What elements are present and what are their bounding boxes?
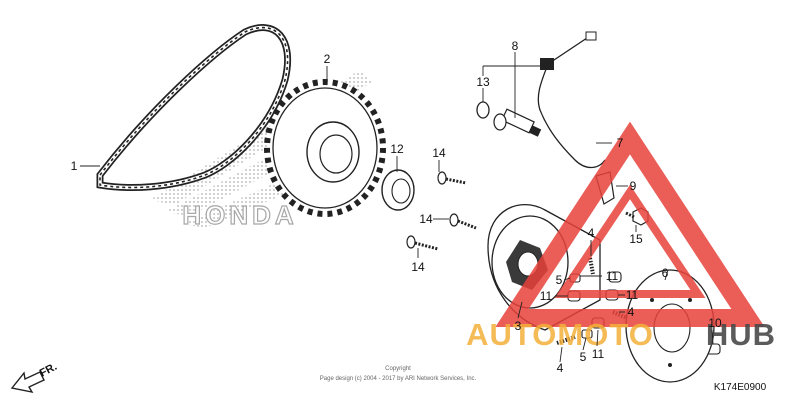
flange-bolt bbox=[437, 171, 467, 185]
callout-numbers: 1 2 3 4 4 4 5 5 6 7 8 9 10 11 11 11 11 1… bbox=[71, 39, 722, 375]
callout-5-upper: 5 bbox=[556, 273, 563, 287]
callout-14-top: 14 bbox=[432, 146, 446, 160]
diagram-code: K174E0900 bbox=[714, 382, 767, 393]
copyright-text: Page design (c) 2004 - 2017 by ARI Netwo… bbox=[320, 376, 477, 382]
front-direction-label: FR. bbox=[38, 361, 59, 380]
callout-4-upper: 4 bbox=[588, 226, 595, 240]
callout-13: 13 bbox=[476, 75, 490, 89]
roller bbox=[608, 271, 622, 283]
callout-11-left: 11 bbox=[540, 289, 553, 303]
callout-7: 7 bbox=[617, 136, 624, 150]
copyright-title: Copyright bbox=[385, 366, 411, 372]
callout-2: 2 bbox=[324, 52, 331, 66]
callout-12: 12 bbox=[390, 142, 404, 156]
drive-chain bbox=[96, 24, 292, 191]
callout-5-lower: 5 bbox=[580, 350, 587, 364]
callout-6: 6 bbox=[662, 266, 669, 280]
switch-wire bbox=[537, 31, 606, 169]
oil-seal bbox=[381, 169, 415, 211]
callout-14-middle: 14 bbox=[419, 212, 433, 226]
callout-3: 3 bbox=[515, 319, 522, 333]
flange-bolt bbox=[406, 235, 439, 251]
callout-10: 10 bbox=[708, 316, 722, 330]
callout-4-lower: 4 bbox=[557, 361, 564, 375]
callout-11-top-right: 11 bbox=[606, 269, 619, 283]
callout-8: 8 bbox=[512, 39, 519, 53]
honda-watermark-text: HONDA bbox=[182, 200, 297, 230]
warning-triangle-logo bbox=[495, 121, 765, 327]
callout-15: 15 bbox=[629, 232, 643, 246]
flange-bolt bbox=[449, 213, 477, 230]
callout-11-bottom: 11 bbox=[592, 347, 605, 361]
callout-11-right: 11 bbox=[626, 288, 639, 302]
watermark-hub: HUB bbox=[706, 317, 776, 352]
plunger bbox=[581, 329, 593, 339]
automotohub-watermark: AUTOMOTO HUB bbox=[466, 121, 776, 352]
front-direction-arrow: FR. bbox=[10, 361, 59, 393]
callout-14-bottom: 14 bbox=[411, 260, 425, 274]
callout-4-right: 4 bbox=[628, 305, 635, 319]
neutral-switch bbox=[493, 108, 542, 137]
callout-1: 1 bbox=[71, 159, 78, 173]
watermark-auto-moto: AUTOMOTO bbox=[466, 317, 654, 352]
driven-sprocket bbox=[264, 79, 386, 217]
callout-9: 9 bbox=[630, 179, 637, 193]
spring bbox=[556, 335, 576, 345]
o-ring bbox=[476, 101, 490, 119]
leader-lines bbox=[80, 52, 714, 363]
